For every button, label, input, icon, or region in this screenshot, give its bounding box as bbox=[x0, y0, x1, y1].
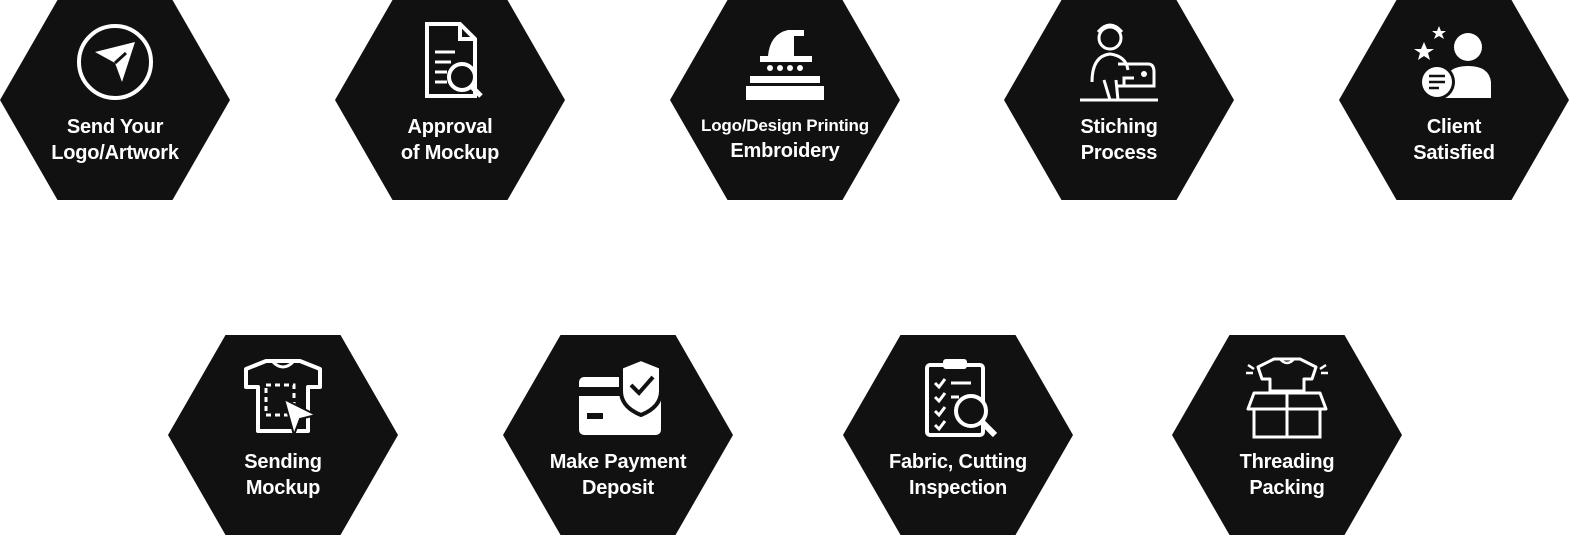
document-search-icon bbox=[405, 20, 495, 110]
step-label: Stiching Process bbox=[1080, 116, 1158, 164]
step-payment-deposit: Make Payment Deposit bbox=[503, 335, 733, 535]
shirt-box-icon bbox=[1242, 355, 1332, 445]
step-label: Threading Packing bbox=[1239, 451, 1335, 499]
step-label: Logo/Design Printing Embroidery bbox=[701, 116, 869, 162]
secure-payment-icon bbox=[573, 355, 663, 445]
tailor-sewing-icon bbox=[1074, 20, 1164, 110]
step-fabric-inspection: Fabric, Cutting Inspection bbox=[843, 335, 1073, 535]
send-icon bbox=[70, 20, 160, 110]
step-label: Send Your Logo/Artwork bbox=[51, 116, 179, 164]
client-rating-icon bbox=[1409, 20, 1499, 110]
clipboard-inspection-icon bbox=[913, 355, 1003, 445]
step-label: Sending Mockup bbox=[244, 451, 322, 499]
step-label: Make Payment Deposit bbox=[549, 451, 687, 499]
step-threading-packing: Threading Packing bbox=[1172, 335, 1402, 535]
step-stiching-process: Stiching Process bbox=[1004, 0, 1234, 200]
step-logo-printing: Logo/Design Printing Embroidery bbox=[670, 0, 900, 200]
step-send-logo: Send Your Logo/Artwork bbox=[0, 0, 230, 200]
step-approval-mockup: Approval of Mockup bbox=[335, 0, 565, 200]
step-label: Client Satisfied bbox=[1413, 116, 1495, 164]
step-label: Fabric, Cutting Inspection bbox=[888, 451, 1028, 499]
shirt-design-icon bbox=[238, 355, 328, 445]
step-label: Approval of Mockup bbox=[400, 116, 500, 164]
step-client-satisfied: Client Satisfied bbox=[1339, 0, 1569, 200]
step-sending-mockup: Sending Mockup bbox=[168, 335, 398, 535]
press-machine-icon bbox=[740, 20, 830, 110]
